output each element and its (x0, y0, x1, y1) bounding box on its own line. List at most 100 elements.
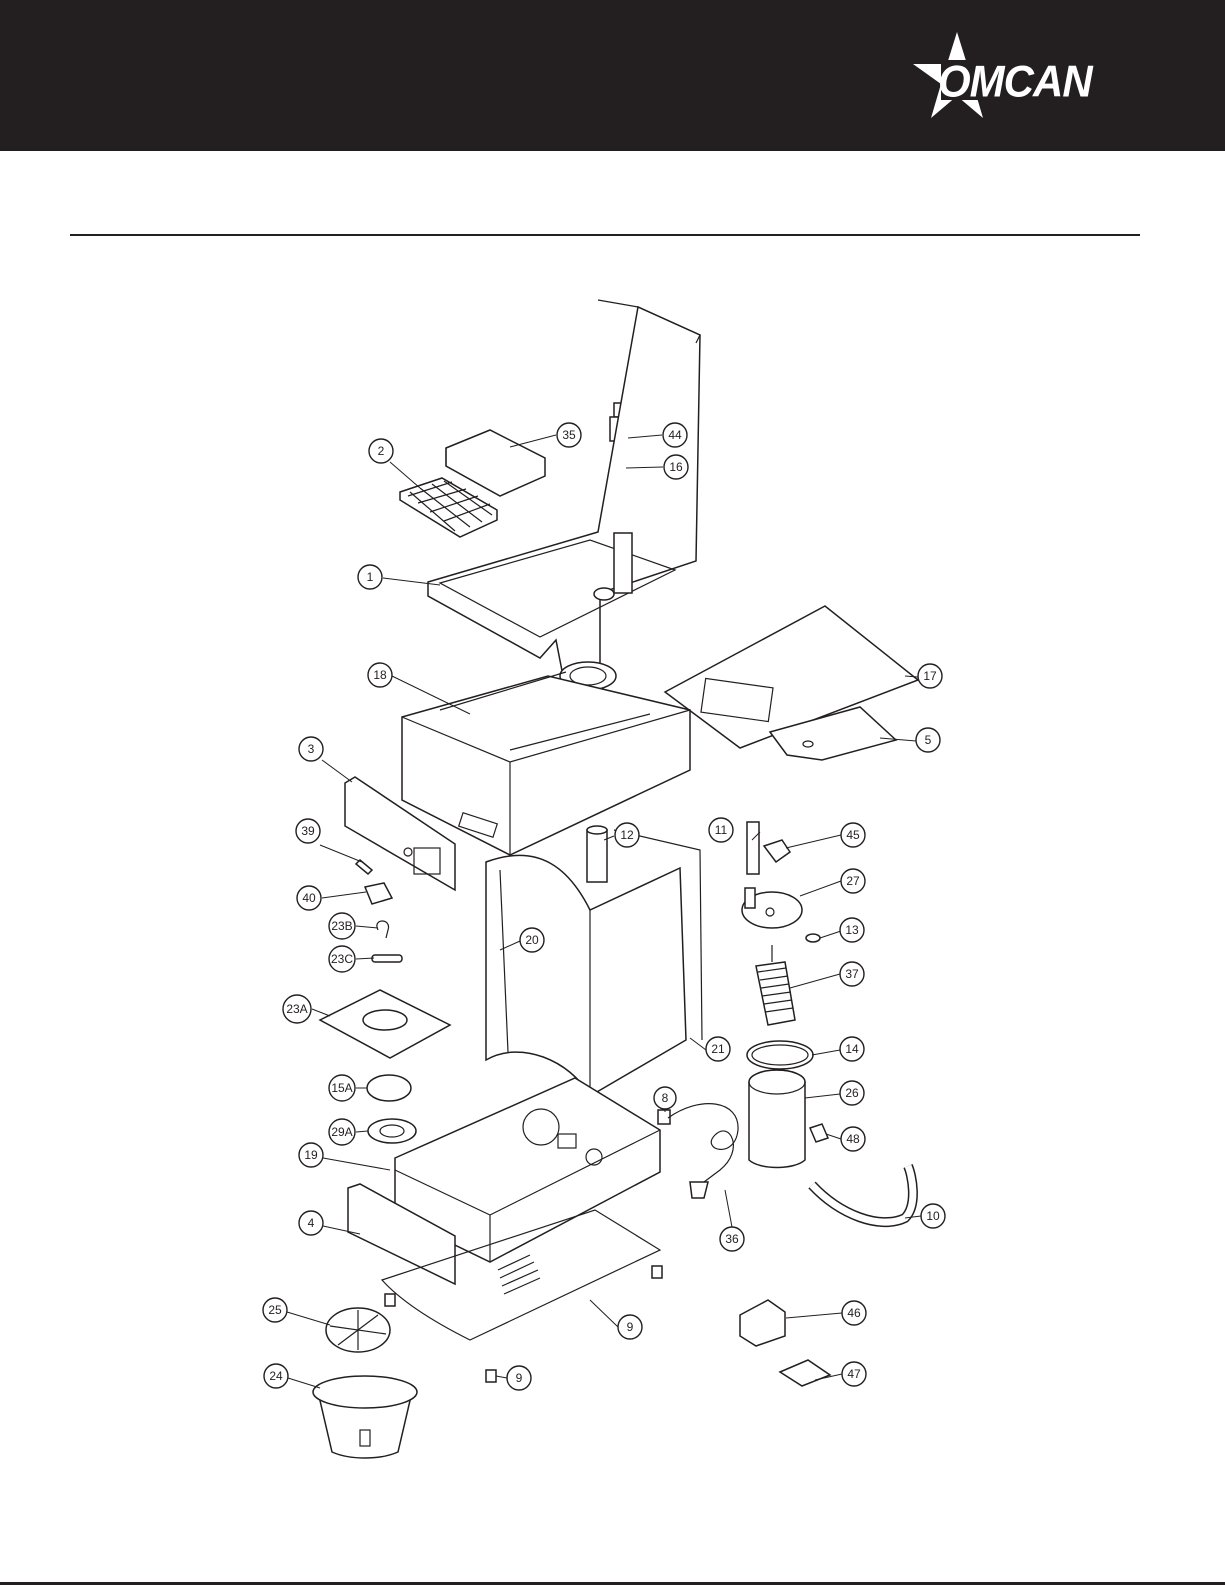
callout-35: 35 (557, 423, 581, 447)
part-23B-clip (377, 921, 389, 938)
part-47-bracket (780, 1360, 830, 1386)
callout-45: 45 (841, 823, 865, 847)
svg-text:10: 10 (926, 1209, 940, 1223)
part-36-power-cord (658, 1104, 738, 1198)
svg-text:44: 44 (668, 428, 682, 442)
svg-text:19: 19 (304, 1148, 318, 1162)
svg-text:20: 20 (525, 933, 539, 947)
svg-text:13: 13 (845, 923, 859, 937)
callout-9-plate: 9 (618, 1315, 642, 1339)
callout-23B: 23B (329, 913, 355, 939)
svg-text:40: 40 (302, 891, 316, 905)
part-23A-plate (320, 990, 450, 1058)
svg-text:47: 47 (847, 1367, 861, 1381)
callout-21: 21 (706, 1037, 730, 1061)
svg-text:3: 3 (308, 742, 315, 756)
part-29A-gasket (368, 1119, 416, 1143)
part-14-ring (747, 1041, 813, 1069)
svg-text:23C: 23C (331, 952, 353, 966)
callout-47: 47 (842, 1362, 866, 1386)
svg-text:25: 25 (268, 1303, 282, 1317)
svg-text:1: 1 (367, 570, 374, 584)
callout-12: 12 (615, 823, 639, 847)
callout-26: 26 (840, 1081, 864, 1105)
svg-text:36: 36 (725, 1232, 739, 1246)
callout-14: 14 (840, 1037, 864, 1061)
svg-text:18: 18 (373, 668, 387, 682)
part-45-thermostat (764, 840, 790, 862)
svg-text:2: 2 (378, 444, 385, 458)
callout-16: 16 (664, 455, 688, 479)
svg-text:14: 14 (845, 1042, 859, 1056)
part-37-element (756, 945, 795, 1025)
svg-text:8: 8 (662, 1091, 669, 1105)
callout-40: 40 (297, 886, 321, 910)
svg-text:15A: 15A (331, 1081, 352, 1095)
callout-17: 17 (918, 664, 942, 688)
part-12-pipe (587, 826, 607, 882)
callout-46: 46 (842, 1301, 866, 1325)
callout-23A: 23A (283, 995, 311, 1023)
part-39-lamp (356, 860, 372, 874)
svg-text:17: 17 (923, 669, 937, 683)
svg-text:46: 46 (847, 1306, 861, 1320)
part-27-heater-lid (742, 888, 802, 928)
svg-text:4: 4 (308, 1216, 315, 1230)
part-46-relay (740, 1300, 785, 1346)
part-25-spray-disc (326, 1308, 390, 1352)
callout-2: 2 (369, 439, 393, 463)
callout-11: 11 (709, 818, 733, 842)
svg-text:26: 26 (845, 1086, 859, 1100)
callout-20: 20 (520, 928, 544, 952)
callout-9-foot: 9 (507, 1366, 531, 1390)
callout-44: 44 (663, 423, 687, 447)
part-18-frame (402, 672, 690, 855)
svg-text:5: 5 (925, 733, 932, 747)
callout-24: 24 (264, 1364, 288, 1388)
part-13-washer (806, 934, 820, 942)
callout-27: 27 (841, 869, 865, 893)
svg-text:45: 45 (846, 828, 860, 842)
callout-13: 13 (840, 918, 864, 942)
svg-text:16: 16 (669, 460, 683, 474)
callout-18: 18 (368, 663, 392, 687)
svg-text:11: 11 (715, 823, 728, 837)
callout-48: 48 (841, 1127, 865, 1151)
callout-19: 19 (299, 1143, 323, 1167)
callout-15A: 15A (329, 1075, 355, 1101)
svg-text:23A: 23A (286, 1002, 307, 1016)
callout-1: 1 (358, 565, 382, 589)
part-23C-fuse (372, 955, 402, 962)
callout-3: 3 (299, 737, 323, 761)
svg-text:23B: 23B (331, 919, 352, 933)
callout-23C: 23C (329, 946, 355, 972)
part-35-pad (446, 430, 545, 496)
callout-10: 10 (921, 1204, 945, 1228)
svg-text:29A: 29A (331, 1125, 352, 1139)
part-24-brew-basket (313, 1376, 417, 1458)
svg-text:24: 24 (269, 1369, 283, 1383)
callout-37: 37 (840, 962, 864, 986)
svg-text:27: 27 (846, 874, 860, 888)
svg-text:48: 48 (846, 1132, 860, 1146)
part-11-tube (747, 822, 759, 874)
callout-25: 25 (263, 1298, 287, 1322)
callout-29A: 29A (329, 1119, 355, 1145)
part-10-hose (812, 1166, 913, 1222)
svg-text:9: 9 (627, 1320, 634, 1334)
svg-text:21: 21 (711, 1042, 725, 1056)
part-26-heater-tank (749, 1070, 805, 1168)
part-15A-disc (367, 1075, 411, 1101)
part-40-switch (365, 883, 392, 904)
svg-text:39: 39 (301, 824, 315, 838)
callout-5: 5 (916, 728, 940, 752)
svg-text:35: 35 (562, 428, 576, 442)
callout-4: 4 (299, 1211, 323, 1235)
callout-8: 8 (654, 1087, 676, 1109)
svg-text:12: 12 (620, 828, 634, 842)
callout-39: 39 (296, 819, 320, 843)
part-48-thermostat (810, 1124, 828, 1142)
svg-text:9: 9 (516, 1371, 523, 1385)
svg-text:37: 37 (845, 967, 859, 981)
